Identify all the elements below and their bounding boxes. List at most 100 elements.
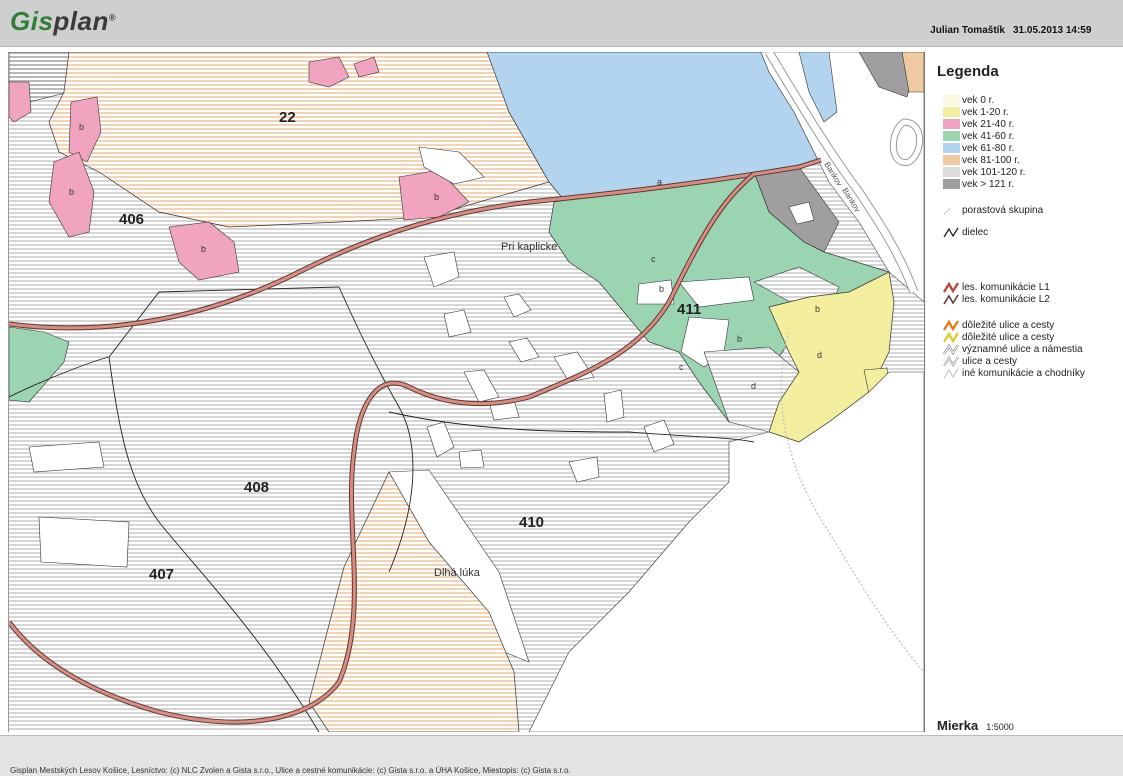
legend-porastova-skupina: porastová skupina: [943, 205, 1043, 216]
group-label-c-2: c: [679, 362, 684, 372]
swatch-age-6: [943, 167, 960, 177]
legend-age-label: vek 101-120 r.: [962, 167, 1026, 178]
patch-white-3: [443, 309, 472, 338]
swatch-age-1: [943, 107, 960, 117]
legend-age-5: vek 81-100 r.: [943, 155, 1020, 166]
legend-age-label: vek 61-80 r.: [962, 143, 1015, 154]
group-label-a: a: [657, 177, 662, 187]
road-main-yellow-icon: [943, 332, 960, 343]
place-label-prikaplicke: Pri kaplicke: [501, 241, 557, 253]
stand-peach-south[interactable]: [308, 471, 520, 732]
swatch-age-4: [943, 143, 960, 153]
stand-green-left[interactable]: [9, 326, 70, 403]
scale-indicator: Mierka 1:5000: [937, 718, 1014, 733]
legend-panel: Legenda vek 0 r. vek 1-20 r. vek 21-40 r…: [924, 52, 1123, 733]
stand-label-406: 406: [119, 211, 144, 228]
user-name: Julian Tomaštík: [930, 25, 1005, 36]
clearing-a: [678, 276, 755, 308]
legend-road-label: významné ulice a námestia: [962, 344, 1083, 355]
group-label-b-5: b: [659, 284, 664, 294]
logo-gis: Gis: [10, 6, 54, 36]
legend-road-label: iné komunikácie a chodníky: [962, 368, 1085, 379]
patch-white-2: [423, 251, 460, 288]
stand-pink-1[interactable]: [68, 96, 102, 163]
legend-road-label: dôležité ulice a cesty: [962, 332, 1055, 343]
swatch-age-7: [943, 179, 960, 189]
gisplan-logo[interactable]: Gisplan®: [10, 6, 116, 37]
legend-age-0: vek 0 r.: [943, 95, 994, 106]
map-view[interactable]: 22 406 407 408 410 411 Pri kaplicke Dlhá…: [8, 52, 924, 732]
legend-road-l1: les. komunikácie L1: [943, 282, 1050, 293]
legend-age-2: vek 21-40 r.: [943, 119, 1014, 130]
group-label-b-1: b: [79, 122, 84, 132]
road-l1-icon: [943, 282, 960, 293]
patch-white-4: [503, 293, 532, 318]
road-l2-icon: [943, 294, 959, 305]
legend-road-label: dôležité ulice a cesty: [962, 320, 1055, 331]
patch-white-13: [568, 456, 600, 483]
logo-trademark: ®: [108, 12, 117, 23]
legend-age-1: vek 1-20 r.: [943, 107, 1009, 118]
scale-title: Mierka: [937, 718, 979, 733]
road-other-icon: [943, 368, 959, 379]
legend-age-label: vek 21-40 r.: [962, 119, 1015, 130]
legend-dielec-label: dielec: [962, 227, 989, 238]
logo-plan: plan: [53, 6, 109, 36]
legend-road-other: iné komunikácie a chodníky: [943, 368, 1085, 379]
water-strip: [798, 52, 838, 123]
legend-road-label: ulice a cesty: [962, 356, 1018, 367]
legend-age-label: vek 1-20 r.: [962, 107, 1009, 118]
stand-label-22: 22: [279, 109, 296, 126]
legend-age-label: vek > 121 r.: [962, 179, 1014, 190]
patch-white-5: [508, 337, 540, 363]
group-label-b-3: b: [201, 244, 206, 254]
group-label-b-7: b: [815, 304, 820, 314]
legend-age-6: vek 101-120 r.: [943, 167, 1025, 178]
map-canvas[interactable]: 22 406 407 408 410 411 Pri kaplicke Dlhá…: [9, 52, 924, 732]
road-main-orange-icon: [943, 320, 960, 331]
clearing-b: [636, 279, 675, 305]
open-area-south: [528, 371, 924, 732]
legend-road-l2: les. komunikácie L2: [943, 294, 1050, 305]
patch-white-12: [643, 419, 675, 453]
stand-label-411: 411: [677, 301, 701, 318]
place-label-dlha-luka: Dlhá lúka: [434, 567, 481, 579]
patch-white-7: [463, 369, 500, 403]
scale-value: 1:5000: [986, 722, 1014, 732]
stand-label-408: 408: [244, 479, 269, 496]
footer: Gisplan Mestských Lesov Košice, Lesníctv…: [0, 735, 1123, 776]
group-label-d-2: d: [817, 350, 822, 360]
group-label-b-6: b: [737, 334, 742, 344]
legend-road-label: les. komunikácie L1: [962, 282, 1050, 293]
building-1: [28, 441, 105, 473]
swatch-age-5: [943, 155, 960, 165]
legend-road-main-yellow: dôležité ulice a cesty: [943, 332, 1054, 343]
legend-porastova-label: porastová skupina: [962, 205, 1044, 216]
app-header: Gisplan® Julian Tomaštík 31.05.2013 14:5…: [0, 0, 1123, 47]
legend-title: Legenda: [937, 63, 999, 80]
legend-age-7: vek > 121 r.: [943, 179, 1014, 190]
group-label-c-1: c: [651, 254, 656, 264]
stand-peach-corner[interactable]: [901, 52, 924, 93]
legend-road-important: významné ulice a námestia: [943, 344, 1083, 355]
print-datetime: 31.05.2013 14:59: [1013, 25, 1092, 36]
stand-pink-3[interactable]: [353, 56, 380, 78]
legend-road-label: les. komunikácie L2: [962, 294, 1050, 305]
stand-pink-edge[interactable]: [9, 81, 32, 123]
group-label-d-1: d: [751, 381, 756, 391]
legend-age-label: vek 41-60 r.: [962, 131, 1015, 142]
copyright-text: Gisplan Mestských Lesov Košice, Lesníctv…: [10, 766, 571, 775]
legend-age-label: vek 0 r.: [962, 95, 995, 106]
stand-grey-411b[interactable]: [703, 346, 800, 433]
swatch-age-2: [943, 119, 960, 129]
legend-age-4: vek 61-80 r.: [943, 143, 1014, 154]
patch-white-9: [426, 421, 455, 458]
stand-pink-2[interactable]: [308, 56, 350, 88]
stand-pink-5[interactable]: [168, 221, 240, 281]
patch-white-1: [418, 146, 485, 185]
road-important-icon: [943, 344, 960, 355]
group-label-b-4: b: [434, 192, 439, 202]
patch-white-14: [788, 201, 815, 225]
group-label-b-2: b: [69, 187, 74, 197]
stand-pink-4[interactable]: [48, 151, 95, 238]
